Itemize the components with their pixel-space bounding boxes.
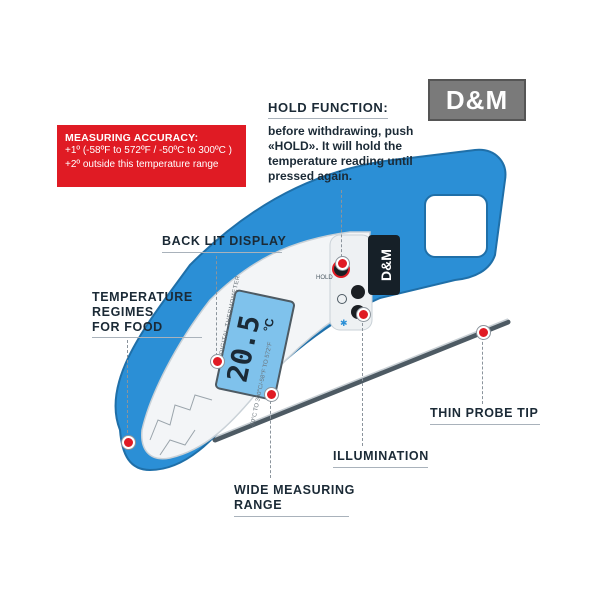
regimes-rule	[92, 337, 202, 338]
illumination-rule	[333, 467, 428, 468]
measuring-accuracy-box: MEASURING ACCURACY: +1º (-58ºF to 572ºF …	[57, 125, 246, 187]
range-point	[265, 388, 278, 401]
handle-hole	[424, 194, 488, 258]
brand-logo: D&M	[428, 79, 526, 121]
probe-highlight	[214, 318, 509, 438]
hold-button-label: HOLD	[316, 275, 333, 281]
probe-tip-point	[477, 326, 490, 339]
wide-measuring-rule	[234, 516, 349, 517]
regime-marks	[149, 394, 213, 456]
hold-title-rule	[268, 118, 388, 119]
handle-logo-plate	[368, 235, 400, 295]
accuracy-heading: MEASURING ACCURACY:	[65, 132, 199, 144]
display-point	[211, 355, 224, 368]
power-button[interactable]	[351, 285, 365, 299]
lcd-unit: °C	[260, 316, 277, 334]
illumination-leader	[362, 318, 363, 446]
hold-function-title: HOLD FUNCTION:	[268, 100, 389, 115]
temperature-regimes-line3: FOR FOOD	[92, 320, 163, 334]
temperature-regimes-line1: TEMPERATURE	[92, 290, 193, 304]
lcd-screen	[215, 289, 295, 401]
accuracy-line2: +2º outside this temperature range	[65, 159, 219, 170]
illumination-point	[357, 308, 370, 321]
regimes-point	[122, 436, 135, 449]
hold-function-description: before withdrawing, push «HOLD». It will…	[268, 124, 414, 183]
accuracy-line1: +1º (-58ºF to 572ºF / -50ºC to 300ºC )	[65, 145, 232, 156]
handle-logo: D&M	[377, 249, 394, 281]
probe-tip-leader	[482, 332, 483, 404]
power-icon	[337, 294, 347, 304]
thin-probe-tip-label: THIN PROBE TIP	[430, 406, 539, 420]
hold-leader	[341, 190, 342, 262]
lcd-group	[215, 289, 295, 401]
light-icon: ✱	[340, 318, 348, 328]
back-lit-rule	[162, 252, 282, 253]
illumination-label: ILLUMINATION	[333, 449, 429, 463]
back-lit-display-label: BACK LIT DISPLAY	[162, 234, 287, 248]
hold-point	[336, 257, 349, 270]
wide-measuring-line1: WIDE MEASURING	[234, 483, 355, 497]
temperature-regimes-line2: REGIMES	[92, 305, 154, 319]
regimes-leader	[127, 340, 128, 438]
wide-measuring-line2: RANGE	[234, 498, 283, 512]
wide-measuring-leader	[270, 396, 271, 478]
probe-rod	[212, 319, 511, 443]
probe-tip-rule	[430, 424, 540, 425]
back-lit-leader	[216, 256, 217, 356]
